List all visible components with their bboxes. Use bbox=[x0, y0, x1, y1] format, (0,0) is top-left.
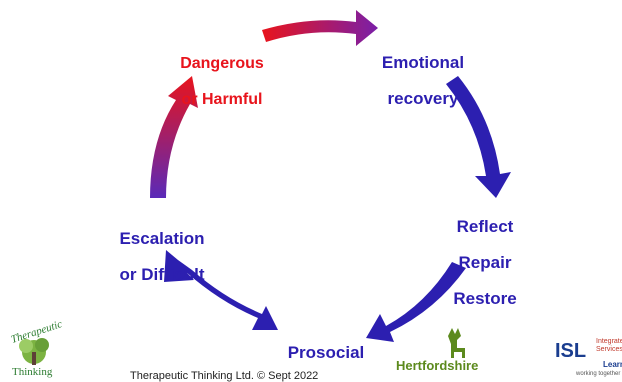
hertfordshire-text: Hertfordshire bbox=[396, 358, 479, 373]
thinking-logo-text: Thinking bbox=[12, 366, 53, 378]
isl-line-1: Integrate bbox=[596, 338, 622, 345]
isl-tagline: working together bes bbox=[576, 371, 622, 377]
isl-line-3: Learnin bbox=[603, 360, 622, 369]
node-dangerous-line1: Dangerous bbox=[180, 55, 264, 72]
node-reflect-line2: Repair bbox=[458, 253, 512, 272]
hertfordshire-stag-logo bbox=[448, 328, 465, 358]
node-prosocial-line1: Prosocial bbox=[287, 343, 365, 362]
arrow-emotional-to-reflect bbox=[446, 76, 511, 198]
node-reflect-repair-restore: Reflect Repair Restore bbox=[440, 200, 530, 326]
node-reflect-line3: Restore bbox=[453, 289, 517, 308]
node-dangerous-line2: or Harmful bbox=[181, 91, 263, 108]
arrow-escalation-prosocial bbox=[164, 250, 278, 330]
node-escalation-line2: or Difficult bbox=[119, 265, 205, 284]
arrow-reflect-to-prosocial bbox=[366, 262, 466, 342]
isl-line-2: Services f bbox=[596, 346, 622, 353]
node-escalation-or-difficult: Escalation or Difficult bbox=[100, 212, 224, 302]
arrow-dangerous-to-emotional bbox=[262, 10, 378, 46]
node-escalation-line1: Escalation bbox=[119, 229, 205, 248]
node-reflect-line1: Reflect bbox=[456, 217, 514, 236]
node-emotional-recovery: Emotional recovery bbox=[368, 36, 478, 126]
node-emotional-line1: Emotional bbox=[381, 53, 465, 72]
node-emotional-line2: recovery bbox=[387, 89, 459, 108]
node-prosocial: Prosocial bbox=[276, 326, 376, 380]
arrow-escalation-to-dangerous bbox=[150, 76, 198, 198]
isl-logo-text: ISL bbox=[555, 340, 587, 362]
node-dangerous-or-harmful: Dangerous or Harmful bbox=[172, 37, 272, 127]
copyright-text: Therapeutic Thinking Ltd. © Sept 2022 bbox=[130, 370, 319, 382]
therapeutic-thinking-logo bbox=[19, 338, 49, 365]
